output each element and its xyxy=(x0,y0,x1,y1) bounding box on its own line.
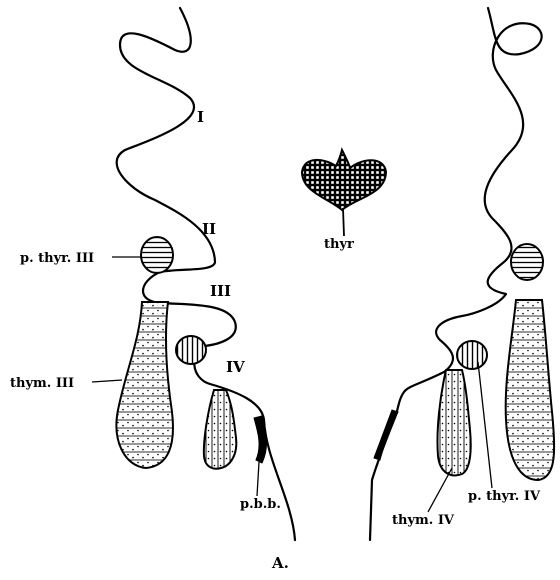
label-thyr: thyr xyxy=(324,237,354,252)
leader-thym-iv xyxy=(428,468,452,512)
left-thymus-iv xyxy=(204,390,236,469)
arch-label-ii: II xyxy=(202,220,216,238)
leader-thym-iii xyxy=(92,380,122,382)
left-parathyroid-iii xyxy=(141,237,173,273)
right-parathyroid-iii xyxy=(511,244,543,280)
left-parathyroid-iv xyxy=(176,336,206,364)
figure-caption: A. xyxy=(271,554,289,572)
thyroid xyxy=(302,150,386,210)
thyr-stalk xyxy=(343,208,344,236)
arch-label-i: I xyxy=(197,108,204,126)
label-thym-iv: thym. IV xyxy=(392,513,455,528)
right-thymus-iii xyxy=(506,300,554,480)
label-p-thyr-iii: p. thyr. III xyxy=(20,251,94,266)
right-parathyroid-iv xyxy=(457,341,487,369)
label-thym-iii: thym. III xyxy=(10,376,74,391)
right-thymus-iv xyxy=(437,370,470,475)
left-thymus-iii xyxy=(116,302,173,468)
label-p-thyr-iv: p. thyr. IV xyxy=(468,489,541,504)
label-p-b-b: p.b.b. xyxy=(240,497,281,512)
arch-label-iv: IV xyxy=(226,358,245,376)
right-post-branchial-body xyxy=(374,410,398,460)
arch-label-iii: III xyxy=(210,282,231,300)
leader-p-thyr-iv xyxy=(478,362,492,488)
leader-p-b-b xyxy=(257,462,259,496)
